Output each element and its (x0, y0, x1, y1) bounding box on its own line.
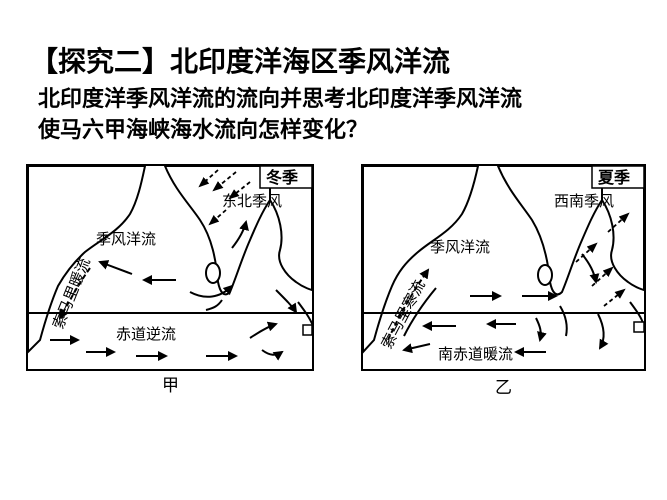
island-sri-lanka (205, 262, 221, 284)
map-summer: 夏季 西南季风 季风洋流 索马里寒流 南赤道暖流 (361, 164, 646, 398)
wind-label: 东北季风 (222, 192, 282, 210)
question-line-1: 北印度洋季风洋流的流向并思考北印度洋季风洋流 (38, 87, 523, 112)
winter-current-arrows (50, 220, 298, 361)
season-label: 夏季 (597, 168, 631, 187)
malacca-marker (633, 321, 645, 333)
land-africa-arabia (362, 165, 480, 355)
land-africa-arabia (27, 165, 147, 355)
map-caption: 乙 (495, 378, 512, 398)
map-caption: 甲 (162, 376, 179, 396)
island-sri-lanka (537, 264, 553, 286)
northeast-monsoon-arrows (198, 169, 251, 226)
equatorial-current-label: 南赤道暖流 (438, 345, 513, 363)
question-text: 北印度洋季风洋流的流向并思考北印度洋季风洋流 使马六甲海峡海水流向怎样变化？ (38, 84, 638, 146)
malacca-marker (302, 324, 313, 336)
page-title: 【探究二】北印度洋海区季风洋流 (30, 45, 451, 78)
wind-label: 西南季风 (554, 192, 614, 210)
land-southeast-asia (601, 165, 645, 292)
southwest-monsoon-arrows (575, 212, 630, 307)
season-box (591, 165, 645, 189)
map-winter: 冬季 东北季风 季风洋流 索马里暖流 (26, 164, 314, 396)
summer-current-arrows (387, 253, 609, 357)
land-southeast-asia (269, 165, 313, 292)
monsoon-current-label: 季风洋流 (430, 238, 490, 256)
question-line-2: 使马六甲海峡海水流向怎样变化？ (38, 118, 369, 143)
season-box (259, 165, 313, 189)
season-label: 冬季 (266, 168, 299, 187)
equatorial-current-label: 赤道逆流 (116, 325, 176, 343)
monsoon-current-label: 季风洋流 (96, 230, 156, 248)
